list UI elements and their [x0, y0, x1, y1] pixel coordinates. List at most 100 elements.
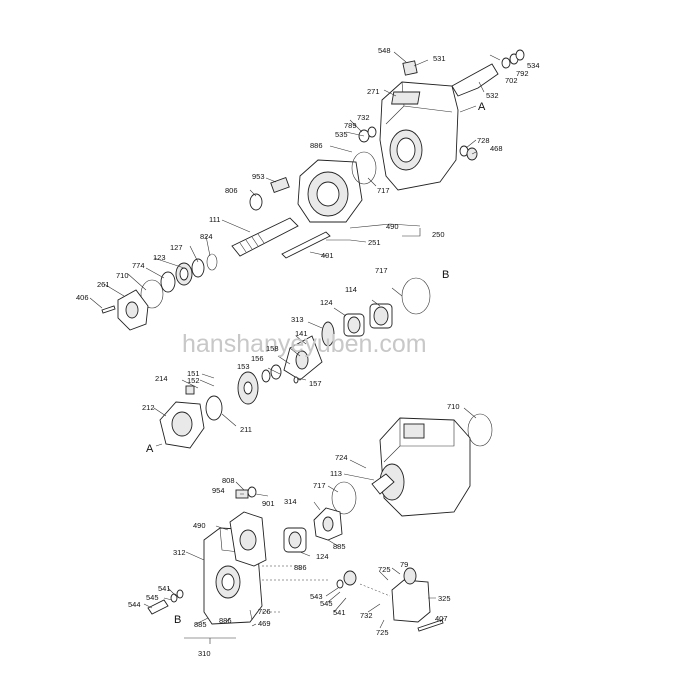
callout-541-left: 541	[158, 584, 171, 593]
callout-886-top: 886	[310, 141, 323, 150]
callout-156: 156	[251, 354, 264, 363]
callout-406: 406	[76, 293, 89, 302]
callout-labels: 548 531 534 792 702 532 271 A 732 789 53…	[76, 46, 540, 658]
callout-153: 153	[237, 362, 250, 371]
callout-728: 728	[477, 136, 490, 145]
callout-886-low: 886	[219, 616, 232, 625]
callout-717-mid: 717	[375, 266, 388, 275]
part-79	[403, 567, 417, 585]
part-151	[185, 385, 195, 395]
callout-885-low: 885	[194, 620, 207, 629]
callout-724: 724	[335, 453, 348, 462]
callout-717-top: 717	[377, 186, 390, 195]
callout-544: 544	[128, 600, 141, 609]
callout-127: 127	[170, 243, 183, 252]
callout-157: 157	[309, 379, 322, 388]
callout-261: 261	[97, 280, 110, 289]
part-157	[293, 376, 299, 384]
callout-732-top: 732	[357, 113, 370, 122]
callout-401: 401	[321, 251, 334, 260]
callout-212: 212	[142, 403, 155, 412]
watermark-text: hanshanyeyuben.com	[182, 330, 427, 358]
callout-214: 214	[155, 374, 168, 383]
callout-725-low: 725	[376, 628, 389, 637]
callout-152: 152	[187, 376, 200, 385]
callout-702: 702	[505, 76, 518, 85]
oring-717-top	[351, 151, 377, 185]
callout-313: 313	[291, 315, 304, 324]
callout-532: 532	[486, 91, 499, 100]
callout-490-top: 490	[386, 222, 399, 231]
rear-housing-group	[327, 407, 493, 517]
oring-717-low	[331, 481, 357, 515]
callout-953: 953	[252, 172, 265, 181]
rotating-group	[153, 277, 431, 449]
callout-725-top: 725	[378, 565, 391, 574]
oring-710-mid	[467, 413, 493, 447]
callout-314: 314	[284, 497, 297, 506]
callout-543: 543	[310, 592, 323, 601]
valve-block-group	[143, 481, 445, 644]
callout-534: 534	[527, 61, 540, 70]
callout-211: 211	[240, 425, 252, 434]
callout-726: 726	[258, 607, 271, 616]
callout-490-low: 490	[193, 521, 206, 530]
callout-886-mid: 886	[294, 563, 307, 572]
shaft-113	[371, 473, 395, 495]
callout-901: 901	[262, 499, 275, 508]
bolt-406	[101, 305, 116, 314]
callout-469: 469	[258, 619, 271, 628]
callout-806: 806	[225, 186, 238, 195]
part-808	[247, 486, 257, 498]
ring-313	[321, 321, 335, 347]
callout-124-mid: 124	[320, 298, 333, 307]
pin-401	[281, 231, 331, 259]
callout-151: 151	[187, 369, 200, 378]
callout-111: 111	[209, 215, 220, 224]
callout-B-bottom: B	[174, 614, 181, 626]
callout-548: 548	[378, 46, 391, 55]
callout-545-right: 545	[320, 599, 333, 608]
callout-710-mid: 710	[447, 402, 460, 411]
callout-531: 531	[433, 54, 446, 63]
callout-792: 792	[516, 69, 529, 78]
part-953	[270, 176, 290, 194]
part-806	[249, 193, 263, 211]
plug-543	[343, 570, 357, 586]
housing-port	[391, 91, 421, 105]
callout-B-mid: B	[442, 269, 449, 281]
bolt-407	[417, 619, 444, 632]
callout-325: 325	[438, 594, 451, 603]
callout-824: 824	[200, 232, 213, 241]
callout-312: 312	[173, 548, 186, 557]
callout-468: 468	[490, 144, 503, 153]
callout-A-left: A	[146, 443, 154, 455]
callout-954: 954	[212, 486, 225, 495]
callout-885-top: 885	[333, 542, 346, 551]
callout-123: 123	[153, 253, 166, 262]
regulator-325	[391, 579, 431, 623]
callout-114: 114	[345, 285, 357, 294]
oring-717-mid	[401, 277, 431, 315]
callout-808: 808	[222, 476, 235, 485]
top-housing-group	[89, 49, 525, 331]
callout-541-right: 541	[333, 608, 346, 617]
callout-710-top: 710	[116, 271, 129, 280]
callout-732-low: 732	[360, 611, 373, 620]
callout-789: 789	[344, 121, 357, 130]
shaft-532	[451, 63, 499, 97]
callout-A-top: A	[478, 101, 486, 113]
callout-250: 250	[432, 230, 445, 239]
callout-113: 113	[330, 469, 342, 478]
drive-shaft-111	[231, 217, 299, 257]
oring-710-top	[140, 279, 164, 309]
callout-310: 310	[198, 649, 211, 658]
swash-plate-211	[205, 395, 223, 421]
callout-141: 141	[295, 329, 308, 338]
callout-717-low: 717	[313, 481, 326, 490]
callout-158: 158	[266, 344, 279, 353]
callout-774: 774	[132, 261, 145, 270]
callout-79: 79	[400, 560, 408, 569]
callout-251: 251	[368, 238, 381, 247]
